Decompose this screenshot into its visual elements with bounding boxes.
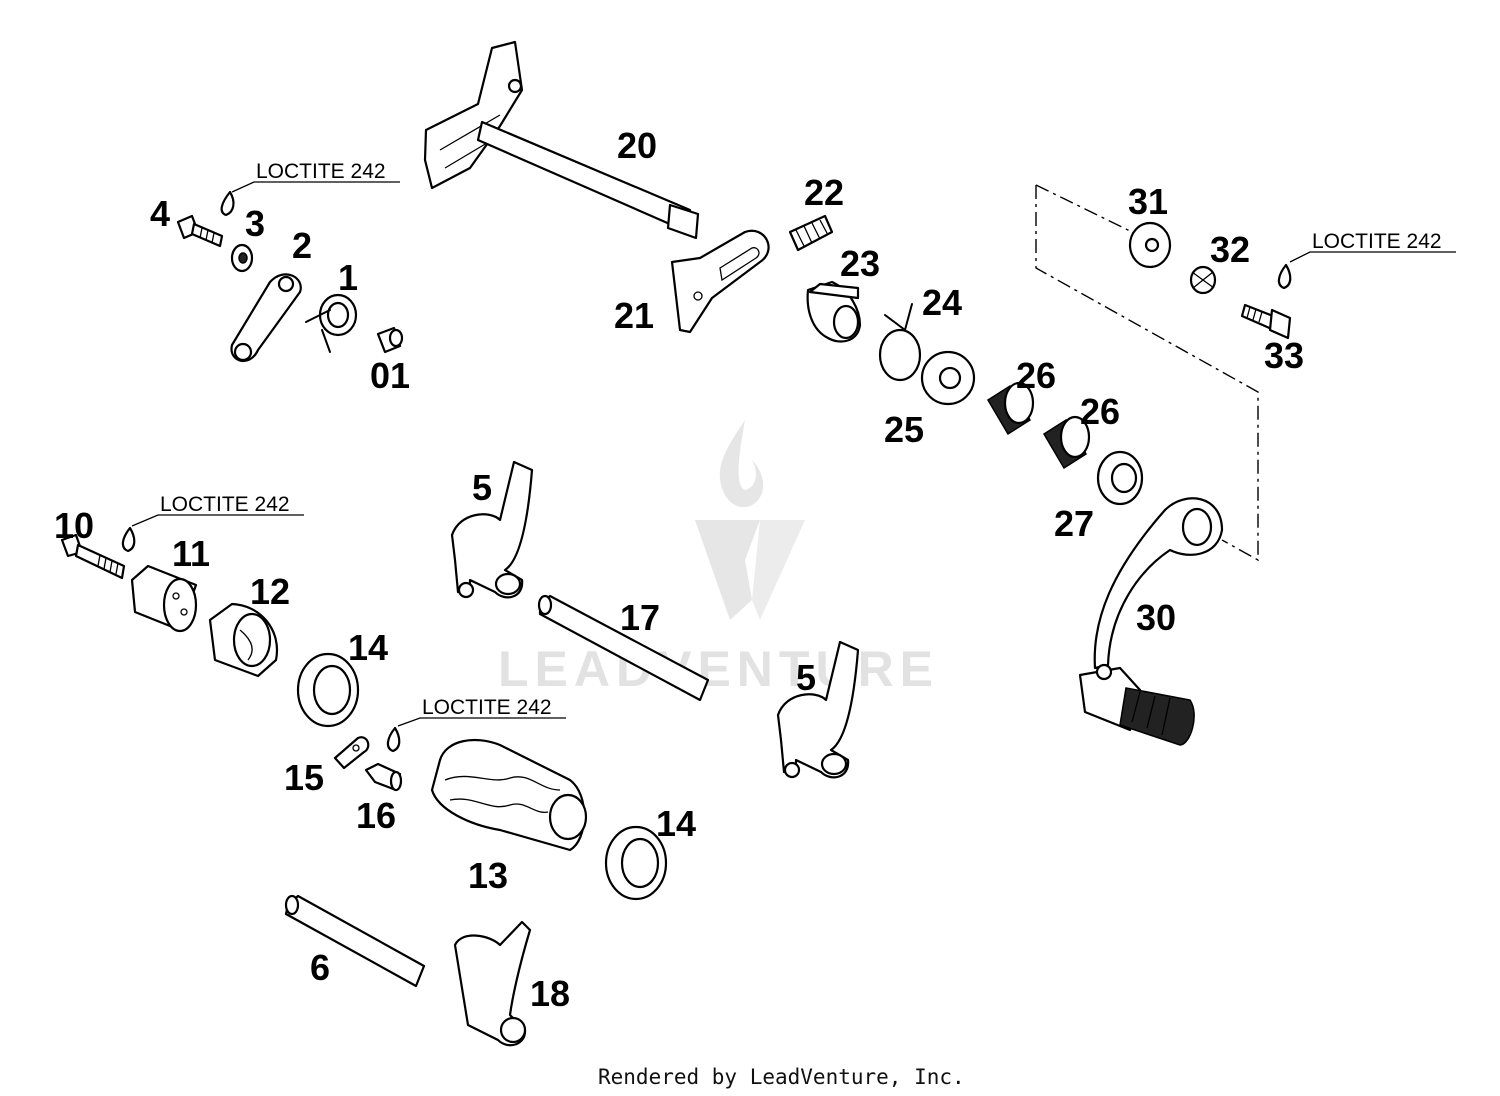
part-26-needle-bearing xyxy=(986,381,1035,436)
part-6-fork-shaft xyxy=(284,894,426,988)
callout-label: 26 xyxy=(1016,355,1056,396)
part-31-washer xyxy=(1128,221,1172,269)
loctite-drop-icon xyxy=(1277,263,1292,290)
callout-label: 24 xyxy=(922,282,962,323)
watermark-logo: LEADVENTURE xyxy=(498,420,939,697)
loctite-leader-line xyxy=(131,514,304,527)
part-25-washer xyxy=(920,350,976,406)
part-32-lock-washer xyxy=(1189,265,1217,295)
callout-label: 31 xyxy=(1128,181,1168,222)
part-33-bolt xyxy=(1240,303,1292,340)
callout-label: 16 xyxy=(356,795,396,836)
loctite-drop-icon xyxy=(121,526,136,553)
callout-label: 2 xyxy=(292,225,312,266)
part-15-locking-plate xyxy=(333,736,370,770)
part-01-bushing xyxy=(376,326,404,354)
part-22-spring xyxy=(788,214,834,252)
callout-label: 14 xyxy=(656,803,696,844)
callout-label: 6 xyxy=(310,947,330,988)
loctite-leader-line xyxy=(231,181,400,193)
part-14-bearing xyxy=(604,825,668,901)
callout-label: 25 xyxy=(884,409,924,450)
callout-label: 14 xyxy=(348,627,388,668)
part-5-shift-fork xyxy=(776,640,860,779)
callout-label: 27 xyxy=(1054,503,1094,544)
callout-label: 18 xyxy=(530,973,570,1014)
callout-label: 20 xyxy=(617,125,657,166)
part-24-spring-clip xyxy=(878,303,922,382)
callout-label: 30 xyxy=(1136,597,1176,638)
loctite-note: LOCTITE 242 xyxy=(256,160,386,183)
loctite-note: LOCTITE 242 xyxy=(422,696,552,719)
rendered-by-footer: Rendered by LeadVenture, Inc. xyxy=(598,1065,965,1089)
callout-label: 11 xyxy=(172,533,210,574)
part-1-torsion-spring xyxy=(305,293,358,353)
callout-label: 26 xyxy=(1080,391,1120,432)
part-26-needle-bearing xyxy=(1042,415,1091,470)
assembly-guide-line xyxy=(1035,184,1133,233)
part-18-shift-fork xyxy=(453,920,532,1047)
callout-label: 4 xyxy=(150,193,170,234)
callout-label: 1 xyxy=(338,257,358,298)
part-4-bolt xyxy=(176,214,224,248)
part-30-shift-lever xyxy=(1078,497,1224,746)
callout-label: 5 xyxy=(472,467,492,508)
callout-label: 15 xyxy=(284,757,324,798)
part-14-bearing xyxy=(296,652,360,728)
callout-label: 22 xyxy=(804,172,844,213)
callout-label: 17 xyxy=(620,597,660,638)
loctite-note: LOCTITE 242 xyxy=(1312,230,1442,253)
loctite-drop-icon xyxy=(220,190,235,217)
part-10-bolt xyxy=(60,533,126,580)
assembly-guide-line xyxy=(1035,185,1259,562)
watermark-text: LEADVENTURE xyxy=(498,641,939,697)
loctite-leader-line xyxy=(397,717,566,727)
callout-label: 3 xyxy=(245,203,265,244)
part-5-shift-fork xyxy=(450,460,534,599)
part-3-washer xyxy=(230,243,254,273)
part-23-sleeve xyxy=(806,280,862,343)
part-16-screw xyxy=(364,762,403,792)
part-11-locating-cam xyxy=(130,564,198,633)
callout-label: 01 xyxy=(370,355,410,396)
callout-label: 23 xyxy=(840,243,880,284)
callout-label: 21 xyxy=(614,295,654,336)
callout-label: 13 xyxy=(468,855,508,896)
part-27-seal xyxy=(1096,450,1144,506)
callout-label: 32 xyxy=(1210,229,1250,270)
part-17-fork-shaft xyxy=(537,594,710,702)
part-12-shift-cam xyxy=(208,602,279,678)
callout-label: 5 xyxy=(796,657,816,698)
loctite-note: LOCTITE 242 xyxy=(160,493,290,516)
part-21-shift-plate xyxy=(670,229,770,334)
callout-label: 10 xyxy=(54,505,94,546)
part-20-shift-shaft xyxy=(423,40,700,240)
loctite-drop-icon xyxy=(386,726,401,753)
callout-label: 33 xyxy=(1264,335,1304,376)
loctite-leader-line xyxy=(1289,251,1456,263)
part-2-lever xyxy=(230,273,302,362)
callout-label: 12 xyxy=(250,571,290,612)
part-13-shift-drum xyxy=(430,738,588,852)
